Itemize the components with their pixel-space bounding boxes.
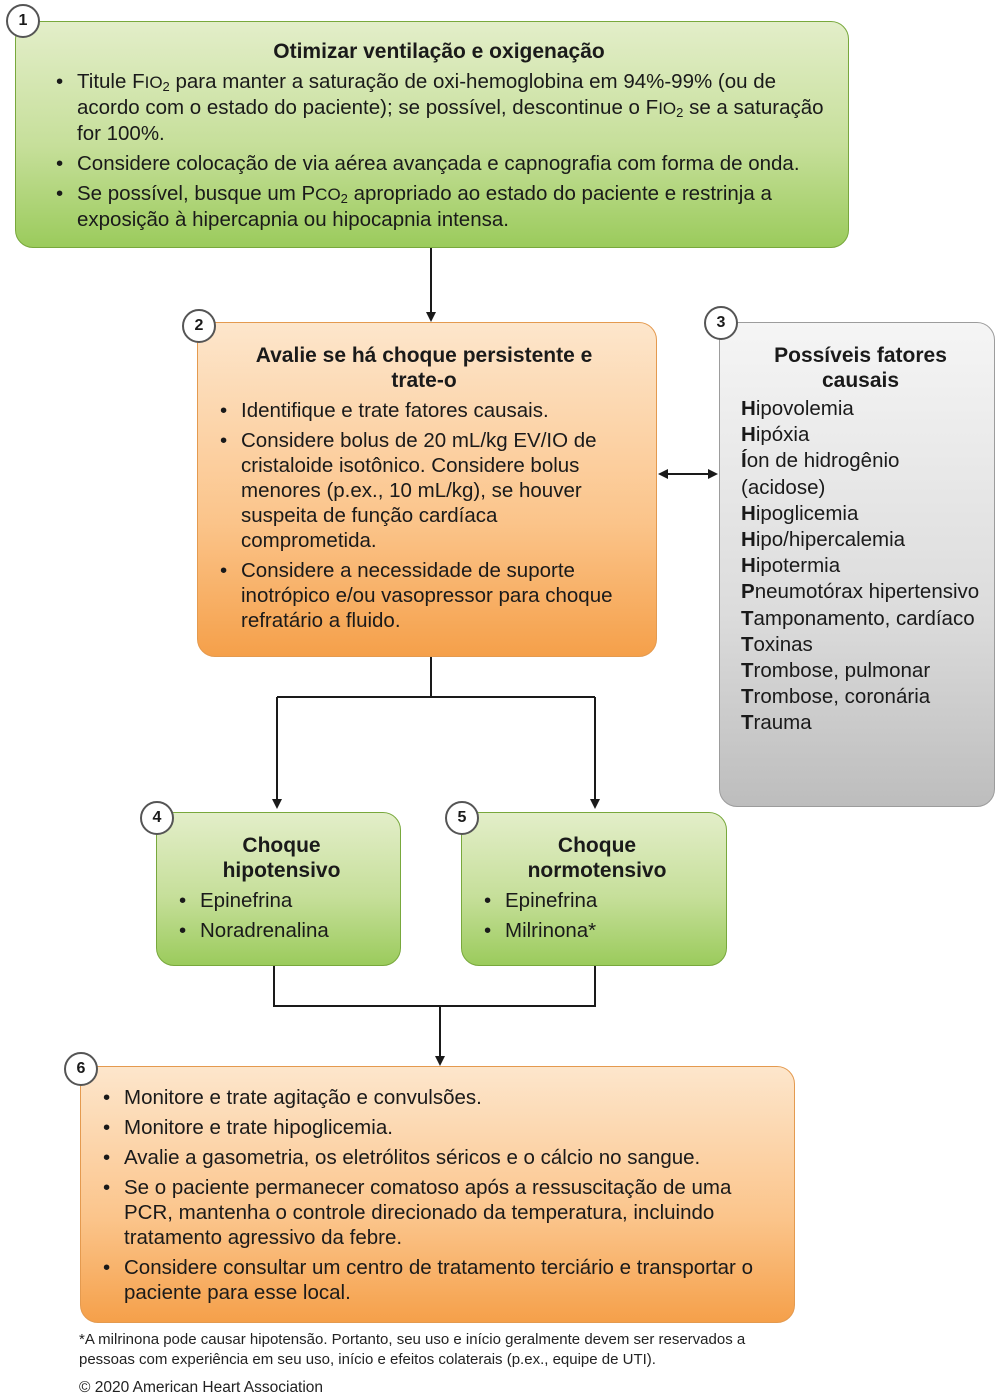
box-6-list: Monitore e trate agitação e convulsões. … (101, 1085, 774, 1305)
box-5-normotensive: Choque normotensivo Epinefrina Milrinona… (461, 812, 727, 966)
causes-list: Hipovolemia Hipóxia Íon de hidrogênio (a… (741, 396, 980, 737)
box-3-title: Possíveis fatores causais (774, 344, 947, 392)
box-5-title: Choque normotensivo (527, 834, 667, 882)
footnote: *A milrinona pode causar hipotensão. Por… (79, 1331, 746, 1368)
box-4-bullet: Epinefrina (177, 888, 386, 913)
box-4-list: Epinefrina Noradrenalina (177, 888, 386, 943)
box-2-bullet: Considere bolus de 20 mL/kg EV/IO de cri… (218, 428, 620, 553)
step-number-1: 1 (6, 4, 40, 38)
step-number-5: 5 (445, 801, 479, 835)
step-number-6: 6 (64, 1052, 98, 1086)
box-1-list: Titule FIO2 para manter a saturação de o… (54, 69, 824, 232)
box-1-bullet-1: Titule FIO2 para manter a saturação de o… (54, 69, 824, 146)
cause-item: Hipotermia (741, 554, 841, 578)
cause-item: Íon de hidrogênio (acidose) (741, 449, 900, 499)
copyright: © 2020 American Heart Association (79, 1379, 324, 1396)
box-6-post-care: Monitore e trate agitação e convulsões. … (80, 1066, 795, 1323)
branch-2-to-4-5 (277, 657, 432, 698)
box-2-title: Avalie se há choque persistente e trate-… (255, 344, 593, 392)
box-1-bullet-2: Considere colocação de via aérea avançad… (54, 151, 824, 176)
box-6-bullet: Considere consultar um centro de tratame… (101, 1255, 774, 1305)
step-number-2: 2 (182, 309, 216, 343)
step-number-3: 3 (704, 306, 738, 340)
merge-4-5-to-6 (273, 966, 596, 1007)
box-6-bullet: Se o paciente permanecer comatoso após a… (101, 1175, 774, 1250)
box-4-bullet: Noradrenalina (177, 918, 386, 943)
cause-item: Hipovolemia (741, 397, 854, 420)
box-5-bullet: Milrinona* (482, 918, 712, 943)
box-5-bullet: Epinefrina (482, 888, 712, 913)
cause-item: Hipóxia (741, 423, 810, 447)
box-1-title: Otimizar ventilação e oxigenação (273, 40, 605, 63)
box-6-bullet: Monitore e trate agitação e convulsões. (101, 1085, 774, 1110)
box-1-bullet-3: Se possível, busque um PCO2 apropriado a… (54, 181, 824, 232)
cause-item: Toxinas (741, 632, 813, 656)
box-4-title: Choque hipotensivo (222, 834, 341, 882)
box-3-causes: Possíveis fatores causais Hipovolemia Hi… (719, 322, 995, 807)
box-2-shock: Avalie se há choque persistente e trate-… (197, 322, 657, 657)
box-5-list: Epinefrina Milrinona* (482, 888, 712, 943)
cause-item: Trombose, coronária (741, 685, 931, 709)
box-1-ventilation: Otimizar ventilação e oxigenação Titule … (15, 21, 849, 248)
cause-item: Hipo/hipercalemia (741, 528, 906, 552)
cause-item: Tamponamento, cardíaco (741, 606, 975, 630)
box-4-hypotensive: Choque hipotensivo Epinefrina Noradrenal… (156, 812, 401, 966)
cause-item: Trauma (741, 711, 812, 735)
cause-item: Trombose, pulmonar (741, 659, 931, 683)
box-6-bullet: Avalie a gasometria, os eletrólitos séri… (101, 1145, 774, 1170)
box-6-bullet: Monitore e trate hipoglicemia. (101, 1115, 774, 1140)
box-2-bullet: Considere a necessidade de suporte inotr… (218, 558, 620, 633)
box-2-list: Identifique e trate fatores causais. Con… (218, 398, 620, 633)
step-number-4: 4 (140, 801, 174, 835)
cause-item: Hipoglicemia (741, 501, 859, 525)
cause-item: Pneumotórax hipertensivo (741, 580, 980, 604)
box-2-bullet: Identifique e trate fatores causais. (218, 398, 620, 423)
